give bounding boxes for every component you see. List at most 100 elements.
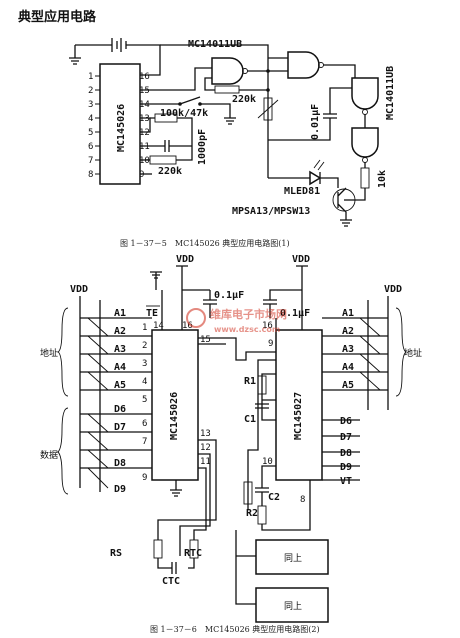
left-pin-labels-1: 1 2 3 4 5 6 7 8 (88, 72, 93, 180)
pin-label: 6 (88, 142, 93, 152)
pin-label: 10 (139, 156, 150, 166)
chip-label-a: MC145026 (169, 392, 180, 440)
gate-label-side: MC14011UB (385, 66, 396, 120)
pin-label: 15 (139, 86, 150, 96)
vdd-label-a: VDD (176, 254, 194, 265)
data-pin-label: D9 (340, 462, 352, 473)
vdd-right-label: VDD (384, 284, 402, 295)
c1-label: C1 (244, 414, 256, 425)
pin15-label: 15 (200, 335, 211, 345)
figure-2: VDD VDD MC145026 MC145027 TE 14 16 16 15… (40, 254, 422, 634)
rtc-label: RTC (184, 548, 202, 559)
rs-label: RS (110, 548, 122, 559)
pin-label: 7 (142, 437, 147, 447)
pin9-label: 9 (268, 339, 273, 349)
data-pin-label: D6 (340, 416, 352, 427)
pin-label: 5 (88, 128, 93, 138)
pin-label: 9 (139, 170, 144, 180)
same-as-above-box-2 (255, 587, 329, 623)
r-220k-a-label: 220k (232, 94, 256, 105)
vdd-label-b: VDD (292, 254, 310, 265)
pin16a-label: 16 (182, 321, 193, 331)
caption-1: 图 1－37－5 MC145026 典型应用电路图(1) (120, 238, 290, 248)
mc145027-chip (275, 329, 323, 481)
addr-label: A5 (114, 380, 126, 391)
nand-gate-1 (211, 57, 244, 85)
addr-label: A1 (342, 308, 354, 319)
figure-1: MC145026 1 2 3 4 5 6 7 8 16 15 14 13 12 … (69, 38, 396, 248)
r-10k-label: 10k (377, 170, 388, 188)
data-pin-label: D7 (114, 422, 126, 433)
c-01uf-label: 0.01μF (310, 104, 321, 140)
data-pin-label: D7 (340, 432, 352, 443)
addr-label: A3 (342, 344, 354, 355)
ctc-label: CTC (162, 576, 180, 587)
nand-gate-2 (287, 51, 320, 79)
gate-label-top: MC14011UB (188, 39, 242, 50)
same-as-above-label-1: 同上 (284, 553, 302, 564)
pin-label: 8 (88, 170, 93, 180)
data-pin-label: VT (340, 476, 352, 487)
data-pin-label: D8 (114, 458, 126, 469)
r-220k-b-label: 220k (158, 166, 182, 177)
addr-label: A1 (114, 308, 126, 319)
led-symbol (309, 170, 322, 186)
r1-label: R1 (244, 376, 256, 387)
watermark-line2: www.dzsc.com (214, 325, 280, 334)
pin16b-label: 16 (262, 321, 273, 331)
left-address-lines: A1 A2 A3 A4 A5 1 2 3 4 5 D6 D7 D8 D9 6 7… (80, 308, 152, 495)
pin-label: 13 (200, 429, 211, 439)
pin-label: 2 (142, 341, 147, 351)
led-label: MLED81 (284, 186, 320, 197)
addr-label: A3 (114, 344, 126, 355)
pin8-label: 8 (300, 495, 305, 505)
pin-label: 6 (142, 419, 147, 429)
transistor-label: MPSA13/MPSW13 (232, 206, 310, 217)
chip-label-b: MC145027 (293, 392, 304, 440)
pin10-label: 10 (262, 457, 273, 467)
pin-label: 12 (200, 443, 211, 453)
mc145026-chip-2 (151, 329, 199, 481)
addr-label: A4 (342, 362, 354, 373)
caption-2: 图 1－37－6 MC145026 典型应用电路图(2) (150, 624, 320, 634)
pin-label: 1 (88, 72, 93, 82)
pin-label: 3 (142, 359, 147, 369)
c01a-label: 0.1μF (214, 290, 244, 301)
pin-label: 1 (142, 323, 147, 333)
pin-label: 4 (88, 114, 93, 124)
pin-label: 5 (142, 395, 147, 405)
c-1000pf-label: 1000pF (197, 129, 208, 165)
c01b-label: 0.1μF (280, 308, 310, 319)
same-as-above-label-2: 同上 (284, 601, 302, 612)
pin-label: 16 (139, 72, 150, 82)
r2-label: R2 (246, 508, 258, 519)
pin-label: 7 (88, 156, 93, 166)
pin-label: 4 (142, 377, 147, 387)
data-pin-label: D8 (340, 448, 352, 459)
c2-label: C2 (268, 492, 280, 503)
pin-label: 9 (142, 473, 147, 483)
watermark-line1: 维库电子市场网 (210, 307, 287, 321)
addr-label: A2 (342, 326, 354, 337)
nand-gate-3 (351, 77, 379, 110)
addr-label: A2 (114, 326, 126, 337)
same-as-above-box-1 (255, 539, 329, 575)
vdd-left-label: VDD (70, 284, 88, 295)
pin-label: 13 (139, 114, 150, 124)
addr-label: A5 (342, 380, 354, 391)
right-address-lines: A1 A2 A3 A4 A5 D6 D7 D8 D9 VT (322, 308, 388, 487)
pin14-label: 14 (153, 321, 164, 331)
pin-label: 11 (139, 142, 150, 152)
nand-gate-4 (351, 127, 379, 158)
page-title: 典型应用电路 (18, 10, 97, 25)
address-group-label: 地址 (40, 347, 58, 359)
te-label: TE (146, 308, 158, 319)
pin-label: 2 (88, 86, 93, 96)
chip-label-1: MC145026 (116, 104, 127, 152)
mc145026-chip-1 (99, 63, 141, 185)
pin-label: 12 (139, 128, 150, 138)
right-pin-labels-1: 16 15 14 13 12 11 10 9 (139, 72, 150, 180)
pin-label: 14 (139, 100, 150, 110)
addr-label: A4 (114, 362, 126, 373)
